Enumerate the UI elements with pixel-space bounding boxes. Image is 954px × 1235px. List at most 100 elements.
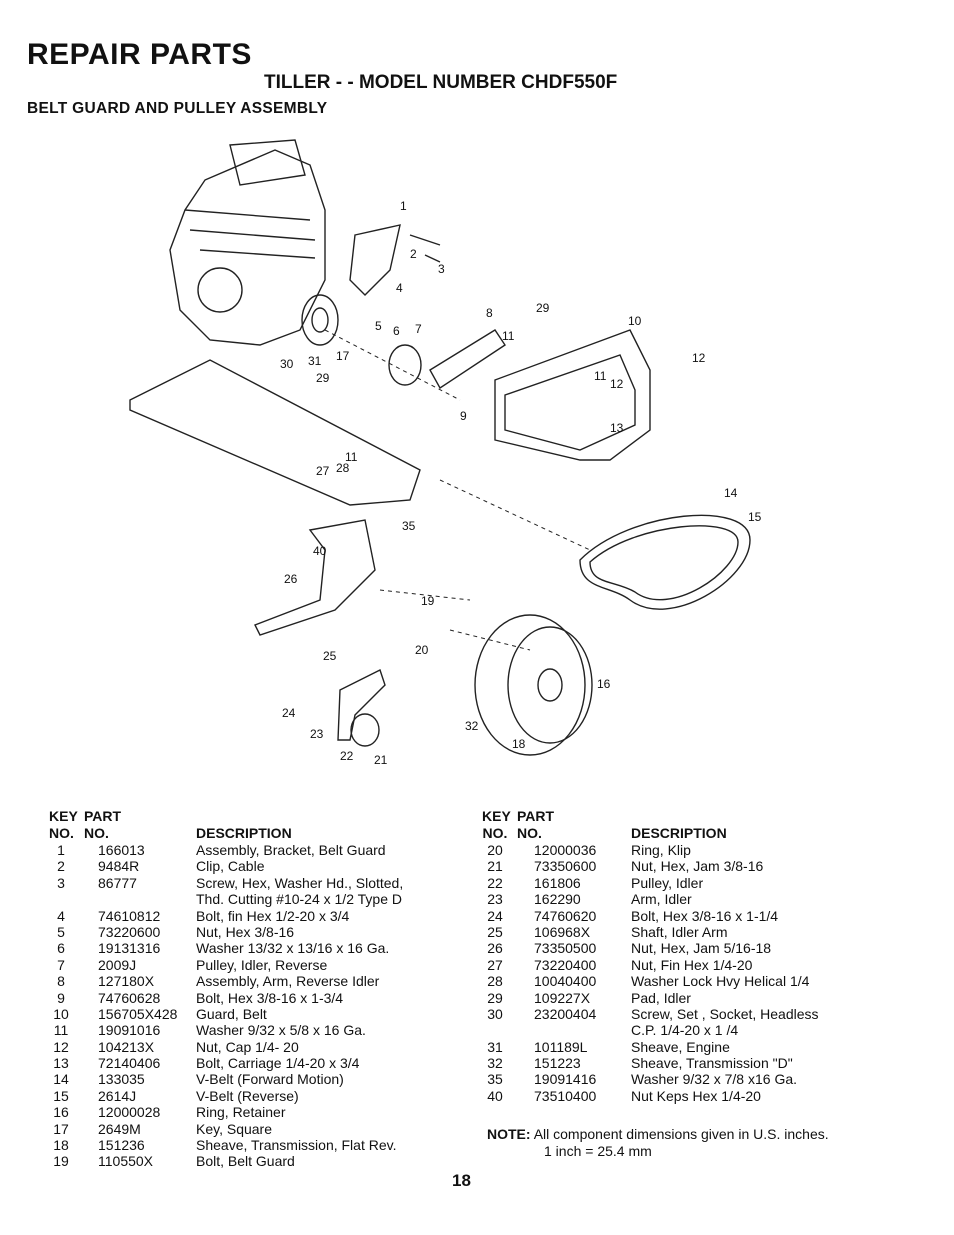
- header-part-1: PART: [84, 808, 122, 824]
- callout-17: 17: [336, 349, 350, 363]
- key-no: 30: [487, 1005, 503, 1022]
- key-no: 18: [53, 1137, 69, 1154]
- callout-26: 26: [284, 572, 298, 586]
- header-key-2: NO.: [482, 825, 508, 841]
- key-no: 6: [57, 940, 65, 957]
- key-no: 13: [53, 1055, 69, 1072]
- callout-32: 32: [465, 719, 479, 733]
- part-description: Nut, Fin Hex 1/4-20: [631, 956, 753, 973]
- part-no: 109227X: [534, 989, 591, 1006]
- header-key-1: KEY: [482, 808, 511, 824]
- part-no: 133035: [98, 1071, 145, 1088]
- part-description: Shaft, Idler Arm: [631, 923, 728, 940]
- callout-13: 13: [610, 421, 624, 435]
- diagram-callouts: 1 2 3 4 5 6 7 8 29 10 11 12 11 12 13 30 …: [280, 199, 762, 767]
- section-title: BELT GUARD AND PULLEY ASSEMBLY: [27, 100, 328, 117]
- part-description: Bolt, fin Hex 1/2-20 x 3/4: [196, 907, 350, 924]
- key-no: 5: [57, 923, 65, 940]
- callout-29a: 29: [536, 301, 550, 315]
- callout-11b: 11: [594, 369, 607, 383]
- part-no: 127180X: [98, 973, 155, 990]
- part-description: Assembly, Arm, Reverse Idler: [196, 973, 380, 990]
- key-no: 11: [53, 1022, 69, 1039]
- key-no: 35: [487, 1071, 503, 1088]
- key-no: 15: [53, 1087, 69, 1104]
- header-part-1: PART: [517, 808, 555, 824]
- part-description: Nut, Hex, Jam 3/8-16: [631, 858, 764, 875]
- callout-22: 22: [340, 749, 354, 763]
- callout-3: 3: [438, 262, 445, 276]
- part-description: Bolt, Hex 3/8-16 x 1-3/4: [196, 989, 344, 1006]
- part-description: Nut, Cap 1/4- 20: [196, 1038, 299, 1055]
- part-description: Bolt, Belt Guard: [196, 1153, 295, 1170]
- key-no: 23: [487, 891, 503, 908]
- diagram-svg: 1 2 3 4 5 6 7 8 29 10 11 12 11 12 13 30 …: [129, 139, 762, 767]
- callout-16: 16: [597, 677, 611, 691]
- key-no: 26: [487, 940, 503, 957]
- callout-1: 1: [400, 199, 407, 213]
- callout-30: 30: [280, 357, 294, 371]
- callout-12b: 12: [610, 377, 624, 391]
- table-row: 20 12000036 Ring, Klip: [482, 842, 902, 858]
- key-no: 20: [487, 842, 503, 858]
- part-description: Ring, Klip: [631, 842, 691, 858]
- callout-12a: 12: [692, 351, 706, 365]
- part-description: Assembly, Bracket, Belt Guard: [196, 842, 386, 858]
- part-no: 74610812: [98, 907, 161, 924]
- key-no: 3: [57, 874, 65, 891]
- key-no: 29: [487, 989, 503, 1006]
- part-description: Pulley, Idler: [631, 874, 704, 891]
- callout-20: 20: [415, 643, 429, 657]
- callout-28: 28: [336, 461, 350, 475]
- key-no: 31: [487, 1038, 503, 1055]
- part-no: 86777: [98, 874, 137, 891]
- part-no: 101189L: [534, 1038, 588, 1055]
- part-no: 2614J: [98, 1087, 137, 1104]
- callout-7: 7: [415, 322, 422, 336]
- part-no: 19131316: [98, 940, 161, 957]
- callout-10: 10: [628, 314, 642, 328]
- header-part-2: NO.: [84, 825, 109, 841]
- part-no: 162290: [534, 891, 581, 908]
- part-no: 12000036: [534, 842, 597, 858]
- key-no: 19: [53, 1153, 69, 1170]
- part-description: Washer 13/32 x 13/16 x 16 Ga.: [196, 940, 390, 957]
- table-row: C.P. 1/4-20 x 1 /4: [482, 1022, 902, 1038]
- part-description: Pad, Idler: [631, 989, 691, 1006]
- table-row: 6 19131316 Washer 13/32 x 13/16 x 16 Ga.: [49, 940, 449, 956]
- part-description: Guard, Belt: [196, 1005, 267, 1022]
- key-no: 32: [487, 1055, 503, 1072]
- part-description: Ring, Retainer: [196, 1104, 286, 1121]
- part-description: C.P. 1/4-20 x 1 /4: [631, 1022, 739, 1039]
- part-description: Washer Lock Hvy Helical 1/4: [631, 973, 810, 990]
- callout-24: 24: [282, 706, 296, 720]
- part-no: 74760628: [98, 989, 161, 1006]
- callout-18: 18: [512, 737, 526, 751]
- key-no: 2: [57, 858, 65, 875]
- note-label: NOTE:: [487, 1126, 531, 1142]
- part-no: 72140406: [98, 1055, 161, 1072]
- page-number: 18: [452, 1171, 471, 1190]
- part-no: 161806: [534, 874, 581, 891]
- part-no: 166013: [98, 842, 145, 858]
- part-no: 73350500: [534, 940, 597, 957]
- key-no: 16: [53, 1104, 69, 1121]
- part-no: 23200404: [534, 1005, 597, 1022]
- part-no: 19091416: [534, 1071, 597, 1088]
- table-row: 29 109227X Pad, Idler: [482, 990, 902, 1006]
- header-part-2: NO.: [517, 825, 542, 841]
- callout-27: 27: [316, 464, 330, 478]
